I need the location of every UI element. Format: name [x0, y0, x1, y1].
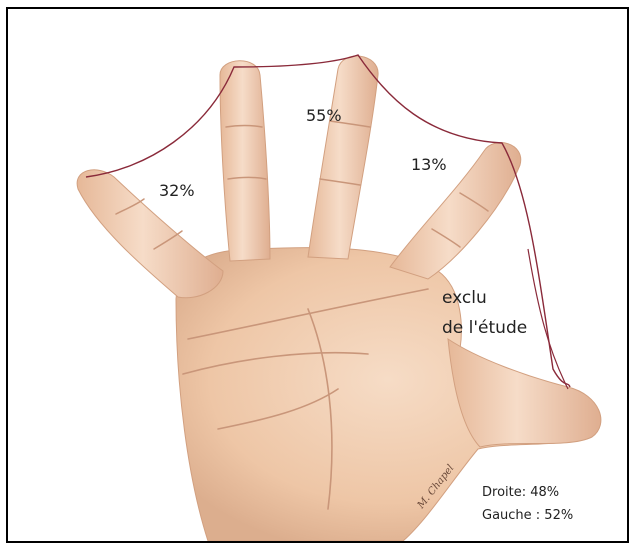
index-finger	[77, 170, 223, 298]
hand-illustration: M. Chapel	[8, 9, 627, 541]
middle-finger	[220, 61, 270, 261]
label-web-index-middle: 32%	[159, 181, 195, 200]
thumb-webbing-outline	[528, 249, 568, 389]
stat-right-hand: Droite: 48%	[482, 482, 559, 504]
label-excluded-line2: de l'étude	[442, 314, 527, 342]
label-web-middle-ring: 55%	[306, 106, 342, 125]
label-web-ring-little: 13%	[411, 155, 447, 174]
stat-left-hand: Gauche : 52%	[482, 505, 573, 527]
figure-frame: M. Chapel 32% 55% 13% exclu de l'étude D…	[6, 7, 629, 543]
little-finger	[390, 143, 521, 279]
label-excluded-line1: exclu	[442, 284, 487, 312]
ring-finger	[308, 56, 378, 259]
thumb	[448, 339, 601, 447]
